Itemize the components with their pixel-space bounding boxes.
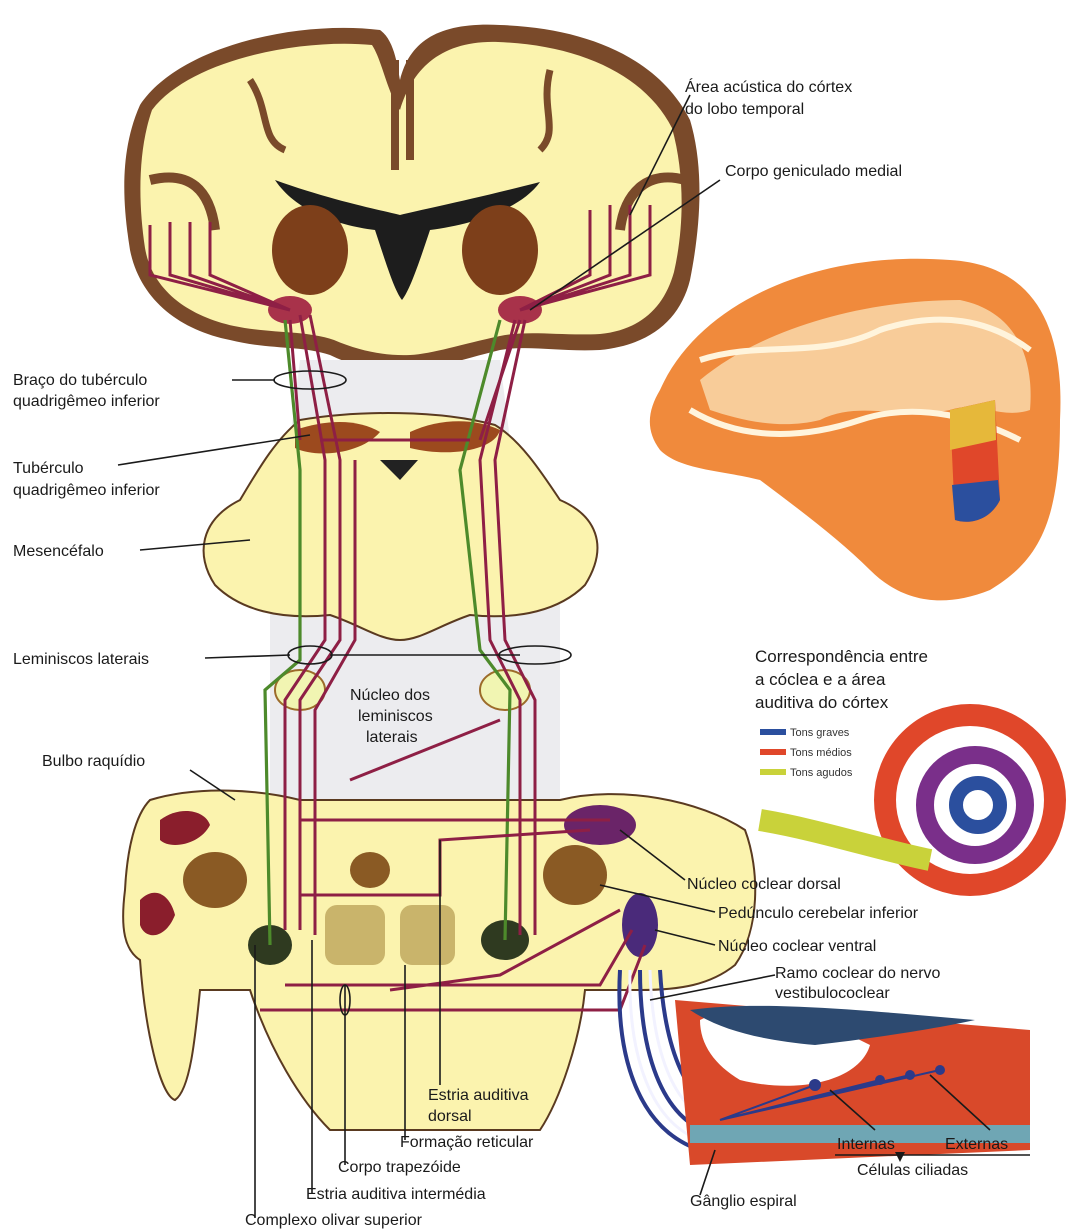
inset-title-line3: auditiva do córtex xyxy=(755,693,889,712)
legend-swatch-graves xyxy=(760,729,786,735)
label-inf-cerebellar-peduncle: Pedúnculo cerebelar inferior xyxy=(718,905,919,922)
cochlea-spiral xyxy=(760,715,1055,885)
midbrain-section xyxy=(204,413,598,640)
inset-legend: Tons graves Tons médios Tons agudos xyxy=(760,727,853,779)
label-arm-colliculus-1: Braço do tubérculo xyxy=(13,372,147,389)
label-lateral-lemnisci: Leminiscos laterais xyxy=(13,651,149,668)
reticular-formation-left xyxy=(325,905,385,965)
label-medial-geniculate: Corpo geniculado medial xyxy=(725,163,902,180)
label-medulla: Bulbo raquídio xyxy=(42,753,145,770)
label-external: Externas xyxy=(945,1136,1008,1153)
lateral-brain-view xyxy=(650,259,1061,601)
legend-label-medios: Tons médios xyxy=(790,747,852,759)
label-inf-colliculus-2: quadrigêmeo inferior xyxy=(13,482,160,499)
label-acoustic-area-1: Área acústica do córtex xyxy=(685,77,852,96)
basal-nucleus-left xyxy=(272,205,348,295)
label-intermediate-stria: Estria auditiva intermédia xyxy=(306,1186,486,1203)
label-dorsal-cochlear: Núcleo coclear dorsal xyxy=(687,876,841,893)
label-internal: Internas xyxy=(837,1136,895,1153)
label-inf-colliculus-1: Tubérculo xyxy=(13,460,84,477)
label-midbrain: Mesencéfalo xyxy=(13,543,104,560)
label-nucleus-lemnisci-2: leminiscos xyxy=(358,708,433,725)
inset-title-line1: Correspondência entre xyxy=(755,647,928,666)
label-superior-olivary: Complexo olivar superior xyxy=(245,1212,423,1229)
legend-label-agudos: Tons agudos xyxy=(790,767,853,779)
label-trapezoid-body: Corpo trapezóide xyxy=(338,1159,461,1176)
label-dorsal-stria-1: Estria auditiva xyxy=(428,1087,529,1104)
label-reticular-formation: Formação reticular xyxy=(400,1134,534,1151)
label-cochlear-branch-2: vestibulococlear xyxy=(775,985,890,1002)
legend-swatch-medios xyxy=(760,749,786,755)
medulla-nucleus-e xyxy=(543,845,607,905)
ventral-cochlear-nucleus xyxy=(622,893,658,957)
reticular-formation-right xyxy=(400,905,455,965)
medulla-nucleus-c xyxy=(183,852,247,908)
label-spiral-ganglion: Gânglio espiral xyxy=(690,1193,797,1210)
label-dorsal-stria-2: dorsal xyxy=(428,1108,472,1125)
cerebrum-section xyxy=(124,25,699,371)
label-nucleus-lemnisci-3: laterais xyxy=(366,729,418,746)
label-hair-cells: Células ciliadas xyxy=(857,1162,968,1179)
label-ventral-cochlear: Núcleo coclear ventral xyxy=(718,938,876,955)
inset-title-line2: a cóclea e a área xyxy=(755,670,886,689)
dorsal-cochlear-nucleus xyxy=(564,805,636,845)
label-arm-colliculus-2: quadrigêmeo inferior xyxy=(13,393,160,410)
legend-label-graves: Tons graves xyxy=(790,727,850,739)
medulla-nucleus-d xyxy=(350,852,390,888)
legend-swatch-agudos xyxy=(760,769,786,775)
label-acoustic-area-2: do lobo temporal xyxy=(685,101,804,118)
basal-nucleus-right xyxy=(462,205,538,295)
label-cochlear-branch-1: Ramo coclear do nervo xyxy=(775,965,941,982)
label-nucleus-lemnisci-1: Núcleo dos xyxy=(350,687,430,704)
